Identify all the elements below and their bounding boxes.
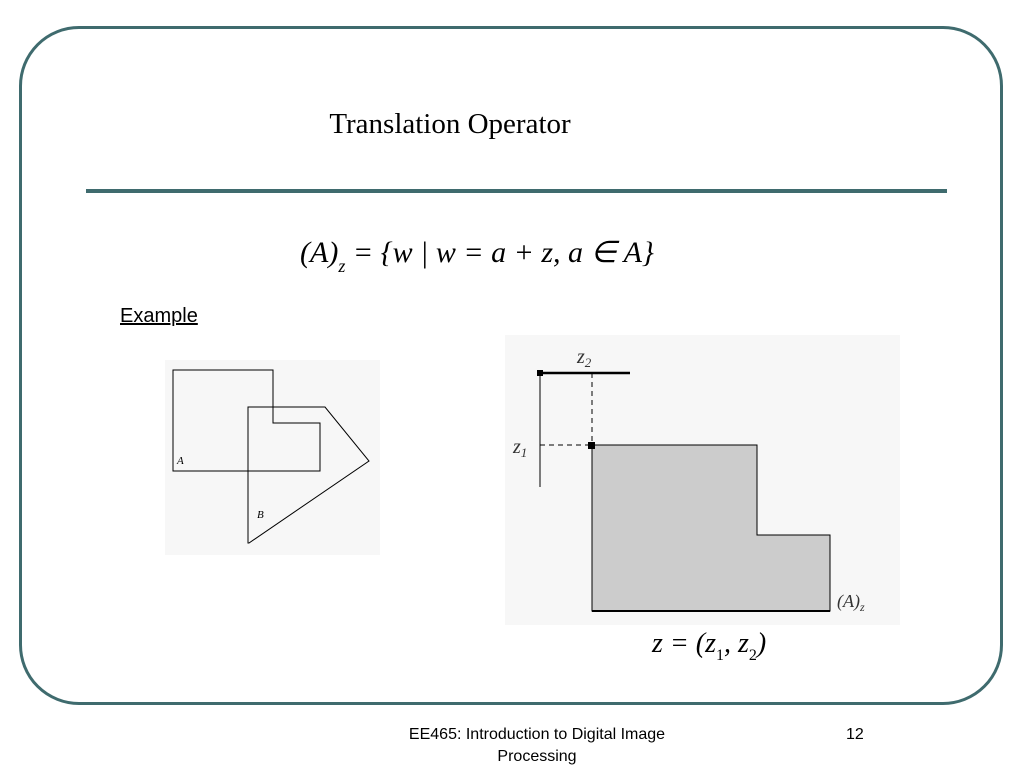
eq-sub2: 2 — [748, 647, 757, 664]
z-point-marker — [588, 442, 595, 449]
formula-lhs-subscript: z — [338, 256, 346, 276]
eq-mid: , z — [724, 628, 749, 659]
set-label: (A)z — [837, 591, 865, 614]
z1-label: z1 — [512, 436, 527, 460]
footer-course-title: EE465: Introduction to Digital Image Pro… — [408, 726, 666, 765]
sets-a-b-figure: A B — [165, 360, 380, 555]
label-a: A — [176, 455, 184, 467]
eq-sub1: 1 — [716, 647, 725, 664]
example-label: Example — [120, 305, 198, 327]
eq-close: ) — [756, 628, 767, 659]
z2-label: z2 — [576, 346, 592, 370]
translation-vector-equation: z = (z1, z2) — [652, 628, 767, 664]
formula-lhs: (A) — [300, 236, 339, 269]
origin-marker — [537, 370, 543, 376]
slide-frame — [19, 26, 1003, 705]
title-divider — [86, 189, 947, 193]
slide-title: Translation Operator — [329, 108, 571, 140]
formula-rhs: = {w | w = a + z, a ∈ A} — [352, 236, 654, 269]
eq-z-part: z = (z — [652, 628, 717, 659]
label-b: B — [257, 509, 264, 521]
translated-set-figure: z2 z1 (A)z — [505, 335, 900, 625]
set-b-shape — [247, 406, 370, 544]
translation-formula: (A)z = {w | w = a + z, a ∈ A} — [300, 235, 654, 276]
page-number: 12 — [846, 726, 864, 743]
set-a-shape — [172, 369, 321, 472]
